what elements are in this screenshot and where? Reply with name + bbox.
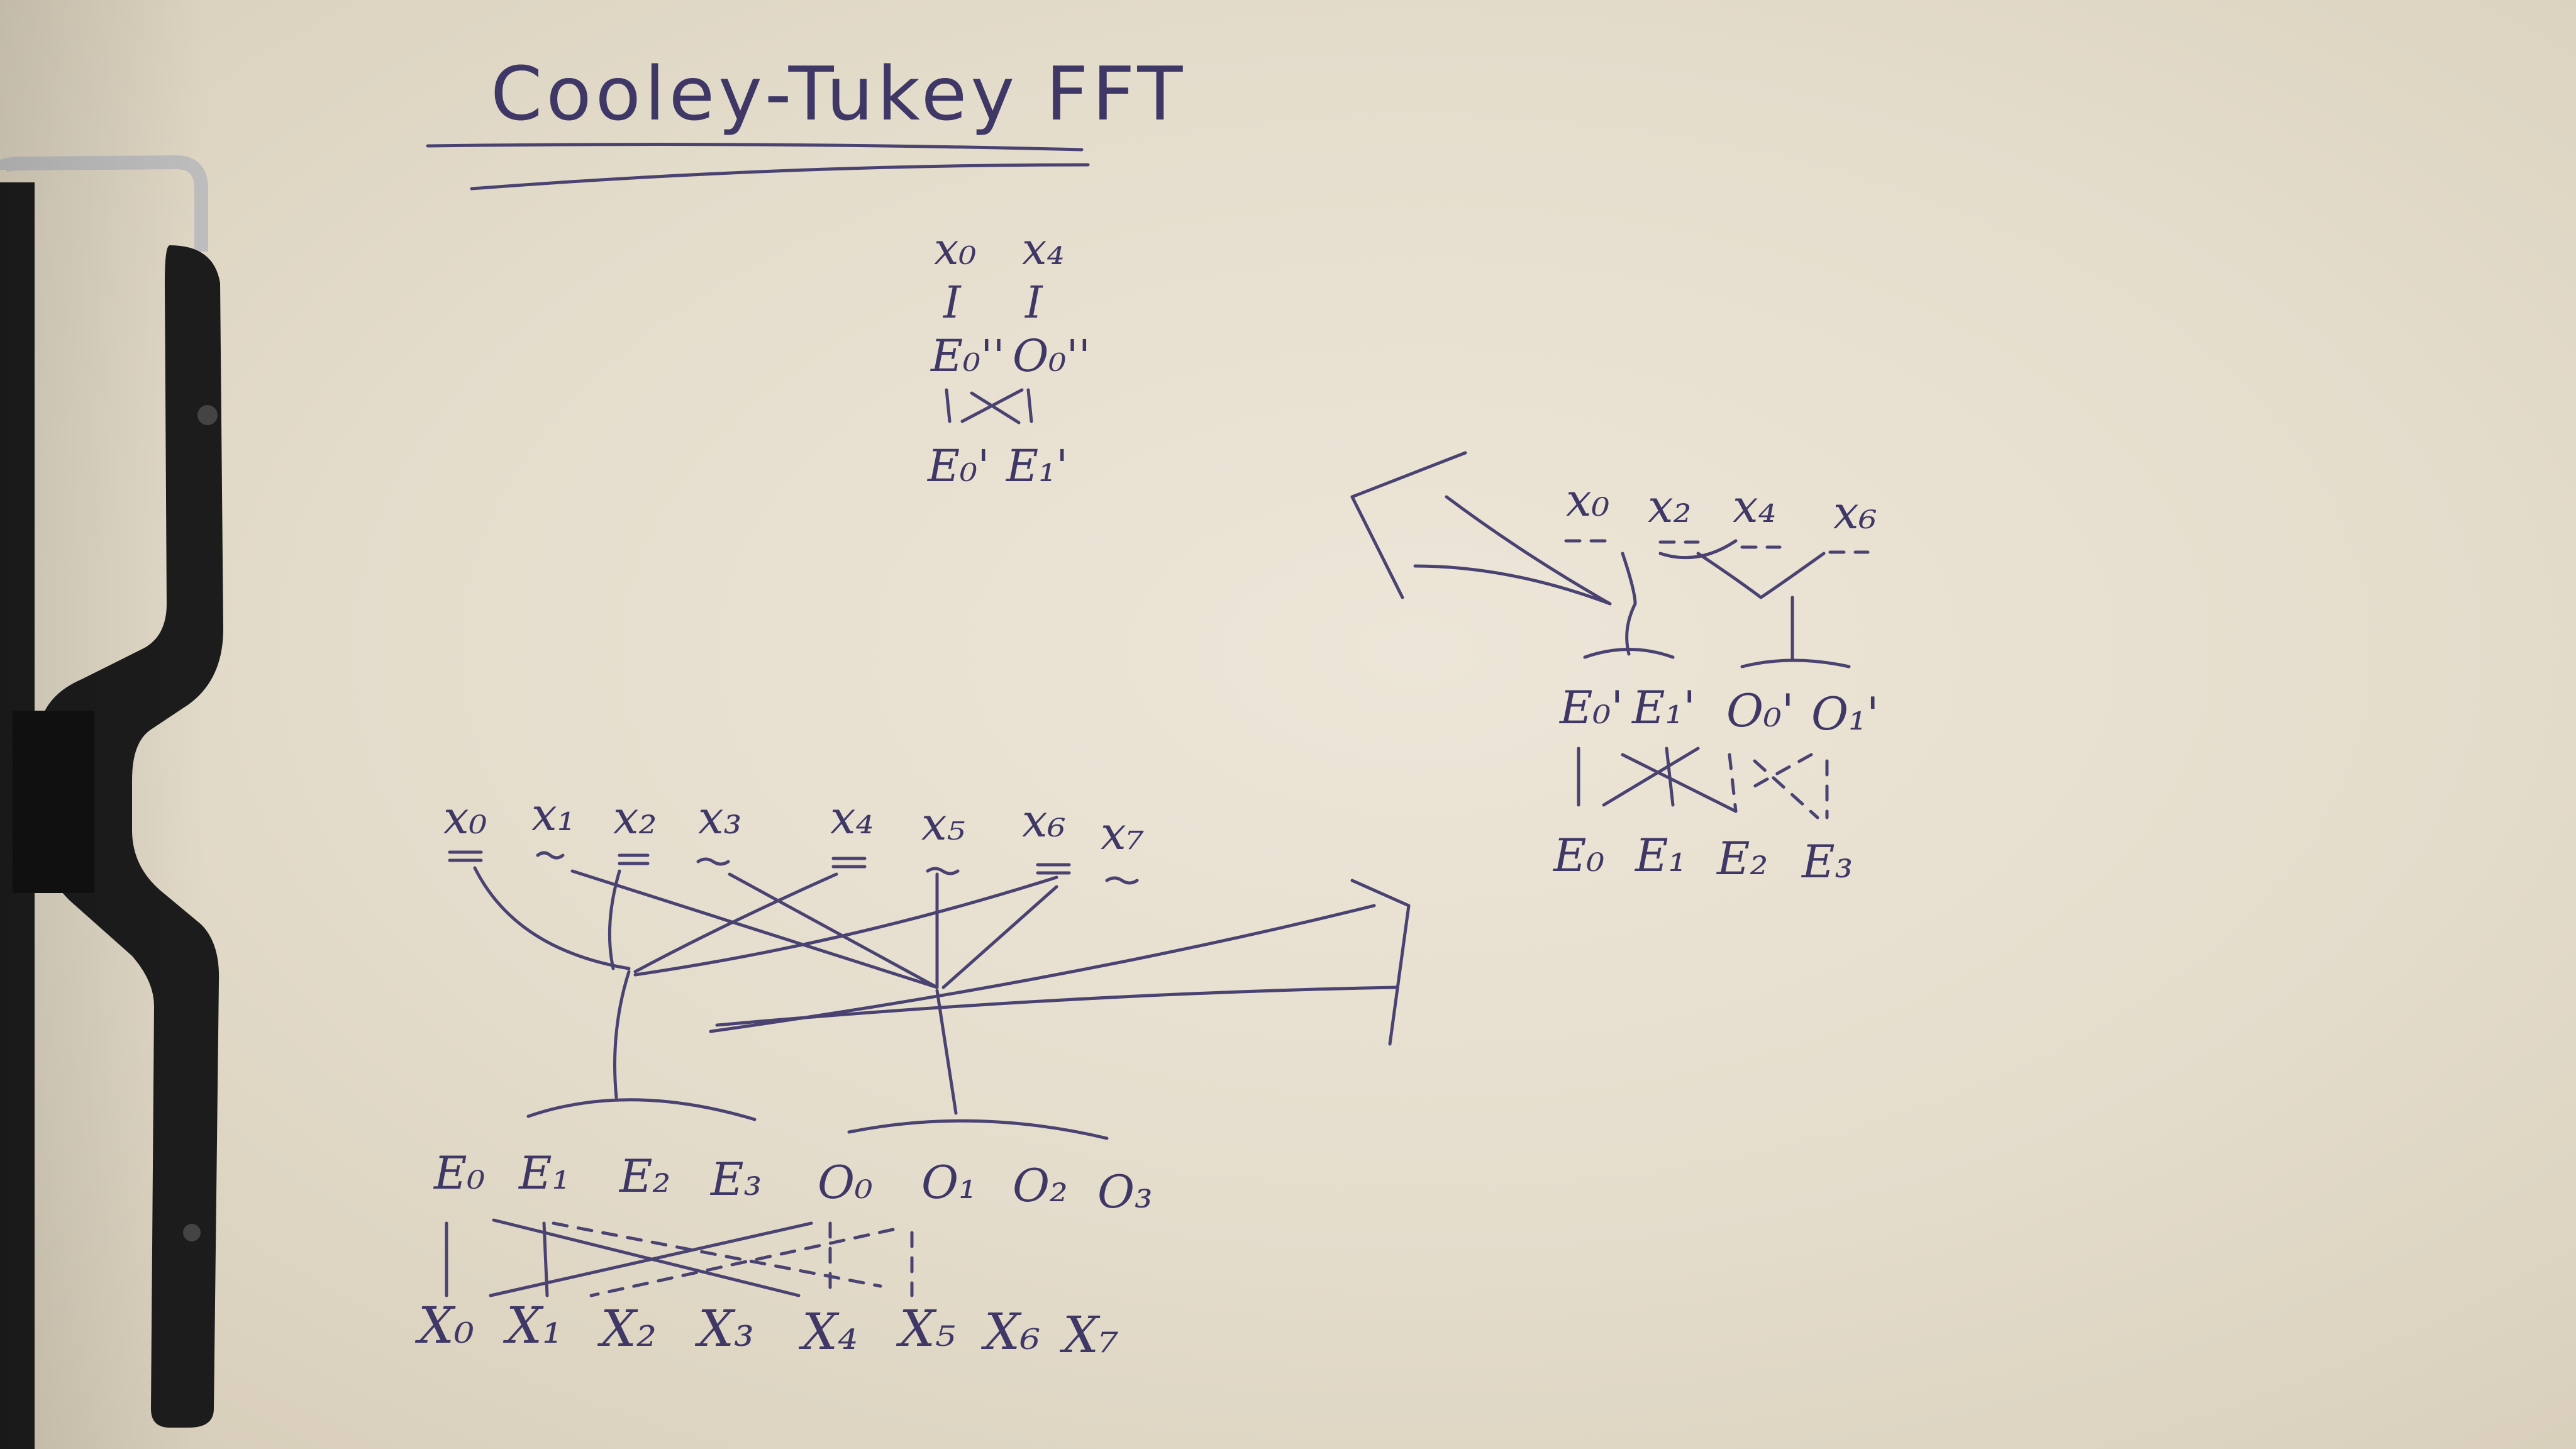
binder-clip [0, 155, 223, 1449]
md-mid-4: O₀ [818, 1156, 873, 1209]
md-input-2: x₂ [613, 791, 657, 844]
md-convergence-lines [473, 866, 1058, 989]
sb-op-1: I [1024, 277, 1043, 328]
title-underline-2 [470, 163, 1090, 191]
rd-input-3: x₆ [1833, 486, 1877, 539]
md-output-3: X₃ [694, 1299, 754, 1358]
md-right-bracket [1350, 879, 1411, 1046]
rd-mid-1: E₁' [1631, 681, 1696, 734]
rd-incoming-arrows [1413, 495, 1612, 606]
rd-group-braces [1583, 648, 1851, 669]
md-output-4: X₄ [798, 1302, 858, 1361]
rd-input-dashes [1564, 539, 1870, 554]
md-input-7: x₇ [1101, 807, 1144, 860]
md-drop-arrows [613, 970, 958, 1115]
rd-output-2: E₂ [1716, 832, 1768, 885]
rd-mid-0: E₀' [1558, 681, 1623, 734]
md-mid-0: E₀ [433, 1146, 485, 1199]
rd-input-1: x₂ [1648, 480, 1691, 533]
rd-input-0: x₀ [1566, 474, 1609, 526]
sb-output-1: E₁' [1005, 440, 1068, 492]
md-input-0: x₀ [443, 791, 487, 844]
md-input-4: x₄ [830, 791, 874, 844]
page-title: Cooley-Tukey FFT [491, 50, 1186, 137]
md-mid-2: E₂ [618, 1150, 670, 1202]
md-group-braces [526, 1098, 1109, 1140]
rd-bracket [1350, 451, 1467, 599]
small-butterfly: x₀ x₄ I I E₀'' O₀'' E₀' E₁' [926, 223, 1091, 492]
rd-output-1: E₁ [1634, 829, 1686, 882]
md-outgoing-arrows [709, 904, 1398, 1033]
md-output-2: X₂ [597, 1299, 657, 1358]
rd-merge-lines [1621, 539, 1826, 606]
main-diagram: x₀ x₁ x₂ x₃ x₄ x₅ x₆ x₇ E₀ E₁ E₂ E₃ O₀ O… [414, 788, 1411, 1364]
md-odd-markers [536, 851, 1139, 885]
md-input-3: x₃ [698, 791, 741, 844]
md-output-7: X₇ [1059, 1306, 1119, 1364]
md-input-6: x₆ [1022, 794, 1065, 847]
rd-mid-3: O₁' [1811, 687, 1879, 740]
md-butterfly-solid [445, 1218, 813, 1297]
rd-output-3: E₃ [1801, 835, 1853, 888]
sb-arrow-down-left [945, 388, 952, 423]
md-even-markers [448, 850, 1071, 875]
rd-mid-2: O₀' [1726, 684, 1794, 737]
rd-input-2: x₄ [1733, 480, 1776, 533]
md-input-1: x₁ [531, 788, 575, 841]
md-output-1: X₁ [502, 1296, 562, 1355]
right-diagram: x₀ x₂ x₄ x₆ E₀' E₁' O₀' O₁' E₀ E₁ E₂ E₃ [1350, 451, 1879, 888]
title-underline-1 [426, 143, 1084, 152]
md-mid-3: E₃ [709, 1153, 762, 1206]
sb-mid-0: E₀'' [930, 330, 1005, 382]
md-input-5: x₅ [921, 797, 965, 850]
sb-cross-2 [970, 391, 1021, 425]
md-mid-6: O₂ [1013, 1159, 1068, 1212]
sb-input-0: x₀ [934, 223, 977, 275]
rd-butterfly-solid [1577, 747, 1738, 813]
sb-mid-1: O₀'' [1013, 330, 1091, 382]
sb-output-0: E₀' [926, 440, 989, 492]
md-mid-5: O₁ [921, 1156, 977, 1209]
md-output-6: X₆ [980, 1302, 1040, 1361]
rd-butterfly-dashed [1728, 753, 1829, 819]
rd-output-0: E₀ [1552, 829, 1604, 882]
md-mid-7: O₃ [1097, 1165, 1153, 1218]
md-output-0: X₀ [414, 1296, 474, 1355]
md-mid-1: E₁ [518, 1146, 570, 1199]
sb-arrow-down-right [1026, 388, 1033, 423]
md-butterfly-dashed [552, 1221, 914, 1297]
sb-input-1: x₄ [1022, 223, 1065, 275]
md-output-5: X₅ [896, 1299, 955, 1358]
sb-op-0: I [942, 277, 962, 328]
